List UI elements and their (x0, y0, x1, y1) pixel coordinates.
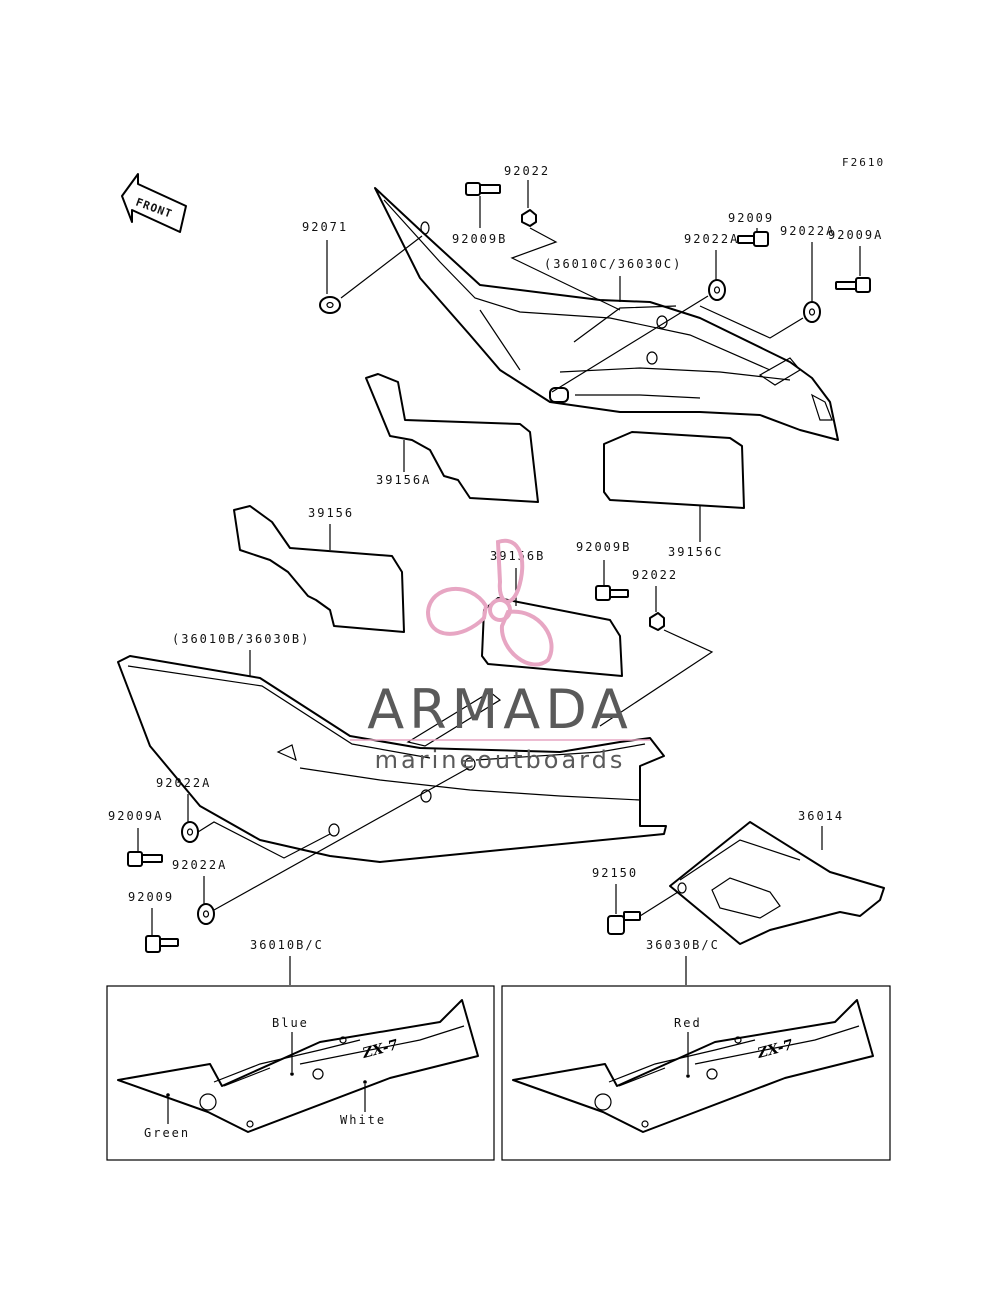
label-36010c: (36010C/36030C) (544, 257, 682, 271)
nut-92022-top (521, 209, 537, 227)
inset-right: ZX-7 Red (501, 985, 891, 1161)
bolt-92009b-mid (595, 585, 629, 601)
label-92009b-mid: 92009B (576, 540, 631, 554)
washer-92022a-left1 (181, 821, 199, 843)
label-92022-top: 92022 (504, 164, 550, 178)
pad-39156a (365, 373, 539, 503)
watermark-tagline: marineoutboards (375, 746, 626, 774)
washer-92071 (319, 296, 341, 314)
pad-39156 (233, 505, 405, 633)
front-arrow-icon: FRONT (121, 173, 187, 233)
watermark-brand: ARMADA (367, 678, 633, 741)
washer-92022a-left2 (197, 903, 215, 925)
washer-92022a-mid (708, 279, 726, 301)
label-92022-mid: 92022 (632, 568, 678, 582)
label-39156a: 39156A (376, 473, 431, 487)
label-92009a-right: 92009A (828, 228, 883, 242)
label-92022a-mid: 92022A (684, 232, 739, 246)
bolt-92009-left (145, 935, 179, 953)
label-blue: Blue (272, 1016, 309, 1030)
inset-left: ZX-7 Blue White Green (106, 985, 495, 1161)
pad-39156c (603, 431, 745, 509)
label-92009-top: 92009 (728, 211, 774, 225)
label-white: White (340, 1113, 386, 1127)
label-green: Green (144, 1126, 190, 1140)
label-39156b: 39156B (490, 549, 545, 563)
label-39156: 39156 (308, 506, 354, 520)
figure-code: F2610 (842, 156, 885, 169)
upper-side-cover (374, 187, 839, 441)
label-92071: 92071 (302, 220, 348, 234)
label-36010bc: 36010B/C (250, 938, 324, 952)
bolt-92150 (607, 911, 641, 935)
bolt-92009b-top (465, 182, 501, 196)
label-92009-left: 92009 (128, 890, 174, 904)
watermark: ARMADA marineoutboards (350, 538, 650, 774)
washer-92022a-right (803, 301, 821, 323)
label-39156c: 39156C (668, 545, 723, 559)
bolt-92009-top (737, 231, 769, 247)
label-92009a-left: 92009A (108, 809, 163, 823)
label-red: Red (674, 1016, 702, 1030)
nut-92022-mid (649, 612, 665, 631)
plate-36014 (669, 821, 885, 945)
bolt-92009a-left (127, 851, 163, 867)
label-36010b: (36010B/36030B) (172, 632, 310, 646)
lower-side-cover (117, 655, 667, 863)
label-92150: 92150 (592, 866, 638, 880)
label-36014: 36014 (798, 809, 844, 823)
label-36030bc: 36030B/C (646, 938, 720, 952)
label-92022a-left1: 92022A (156, 776, 211, 790)
propeller-logo-icon (425, 538, 554, 667)
label-92022a-left2: 92022A (172, 858, 227, 872)
bolt-92009a-right (835, 277, 871, 293)
label-92009b-top: 92009B (452, 232, 507, 246)
label-92022a-right: 92022A (780, 224, 835, 238)
